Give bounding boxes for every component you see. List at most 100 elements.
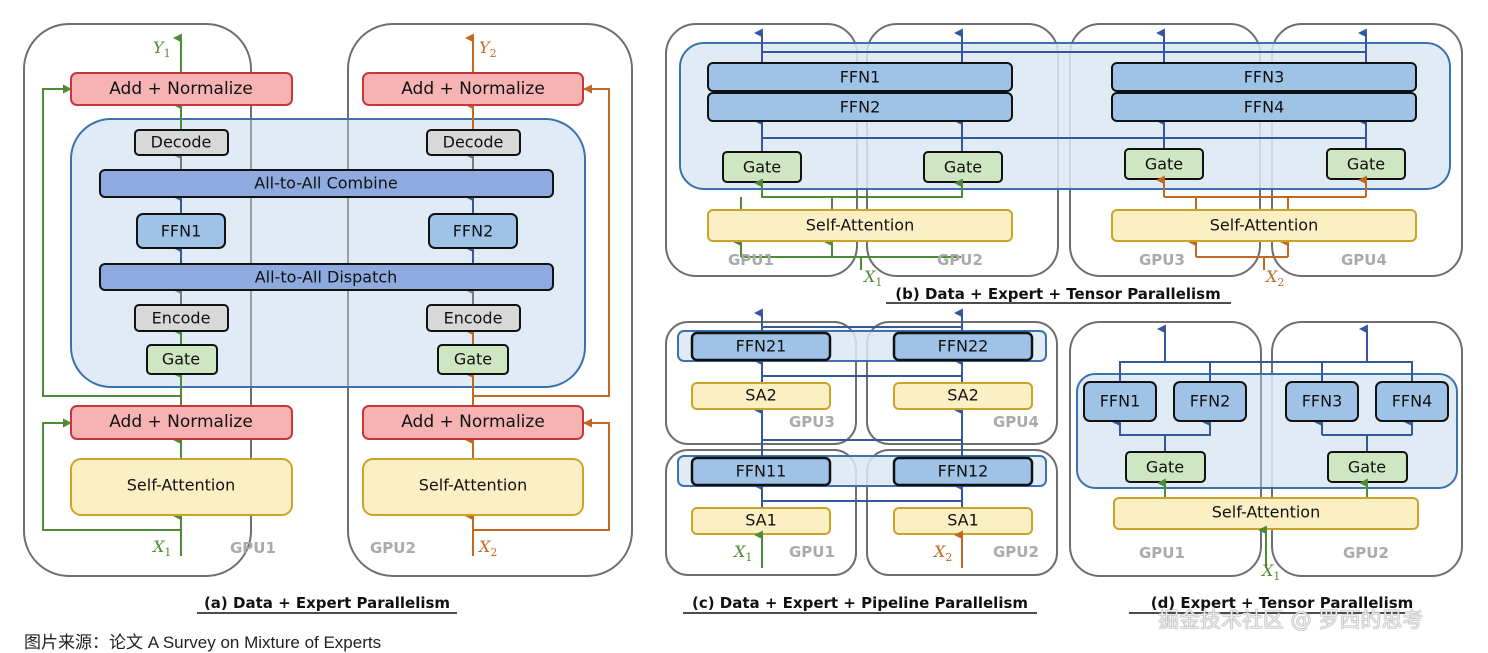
d-caption: (d) Expert + Tensor Parallelism [1151,594,1414,612]
d-ffn1: FFN1 [1083,381,1157,422]
a-gpu1-gate: Gate [146,344,218,375]
a-gpu2-encode: Encode [426,304,521,332]
b-gpu4-label: GPU4 [1341,251,1387,269]
c-gpu2-label: GPU2 [993,543,1039,561]
a-y1-label: Y1 [153,38,171,60]
b-gate-gpu2: Gate [923,151,1003,183]
svg-text:SA1: SA1 [947,511,979,530]
svg-text:Gate: Gate [1145,155,1183,174]
svg-text:Gate: Gate [1347,155,1385,174]
c-sa2-gpu3: SA2 [691,382,831,410]
c-ffn21: FFN21 [690,331,832,362]
panel-a: Add + Normalize Decode All-to-All Combin… [23,23,633,614]
a-gpu2-add-normalize-bottom: Add + Normalize [362,405,584,440]
c-sa2-gpu4: SA2 [893,382,1033,410]
svg-text:FFN22: FFN22 [938,337,989,356]
svg-text:FFN2: FFN2 [453,222,494,241]
svg-text:Self-Attention: Self-Attention [806,216,914,235]
c-sa1-gpu1: SA1 [691,507,831,535]
svg-text:Gate: Gate [944,158,982,177]
a-all-to-all-combine: All-to-All Combine [99,169,554,198]
svg-text:All-to-All Dispatch: All-to-All Dispatch [255,268,398,287]
b-gpu3-label: GPU3 [1139,251,1185,269]
d-gate-gpu1: Gate [1125,451,1206,483]
svg-text:Self-Attention: Self-Attention [1212,503,1320,522]
c-caption: (c) Data + Expert + Pipeline Parallelism [692,594,1028,612]
svg-text:SA1: SA1 [745,511,777,530]
svg-text:FFN2: FFN2 [840,98,881,117]
a-gpu2-add-normalize-top: Add + Normalize [362,72,584,106]
svg-text:FFN1: FFN1 [161,222,202,241]
svg-text:Add + Normalize: Add + Normalize [401,412,545,432]
panel-b: FFN1 FFN2 FFN3 FFN4 Gate Gate Gate Gate … [665,23,1463,304]
svg-text:FFN4: FFN4 [1392,392,1433,411]
svg-text:Self-Attention: Self-Attention [127,476,235,495]
c-ffn22: FFN22 [892,331,1034,362]
panel-c: FFN21 FFN22 SA2 SA2 FFN11 FFN12 SA1 SA1 … [665,308,1058,614]
b-ffn3: FFN3 [1111,62,1417,92]
svg-text:Encode: Encode [152,309,211,328]
source-note: 图片来源：论文 A Survey on Mixture of Experts [24,633,382,652]
d-gpu2-label: GPU2 [1343,544,1389,562]
d-ffn2: FFN2 [1173,381,1247,422]
b-ffn4: FFN4 [1111,92,1417,122]
svg-text:Add + Normalize: Add + Normalize [109,412,253,432]
b-gate-gpu3: Gate [1124,148,1204,180]
a-x1-label: X1 [151,537,171,559]
svg-text:FFN1: FFN1 [1100,392,1141,411]
a-gpu2-gate: Gate [437,344,509,375]
svg-text:Decode: Decode [151,133,212,152]
c-ffn11: FFN11 [690,456,832,487]
svg-text:Add + Normalize: Add + Normalize [109,79,253,99]
a-gpu2-decode: Decode [426,129,521,156]
b-gate-gpu4: Gate [1326,148,1406,180]
b-x2-label: X2 [1264,267,1284,289]
svg-text:SA2: SA2 [745,386,777,405]
a-all-to-all-dispatch: All-to-All Dispatch [99,263,554,291]
a-gpu1-label: GPU1 [230,539,276,557]
d-gpu1-label: GPU1 [1139,544,1185,562]
svg-text:Gate: Gate [743,158,781,177]
svg-text:Gate: Gate [1348,458,1386,477]
b-self-attention-left: Self-Attention [707,209,1013,242]
b-gpu1-label: GPU1 [728,251,774,269]
b-ffn2: FFN2 [707,92,1013,122]
a-gpu1-decode: Decode [134,129,229,156]
c-x1-label: X1 [732,542,752,564]
b-ffn1: FFN1 [707,62,1013,92]
c-gpu3-label: GPU3 [789,413,835,431]
a-gpu1-self-attention: Self-Attention [70,458,293,516]
svg-text:Gate: Gate [162,350,200,369]
a-gpu2-self-attention: Self-Attention [362,458,584,516]
a-gpu2-ffn2: FFN2 [428,213,518,249]
b-x1-label: X1 [862,267,882,289]
a-gpu1-add-normalize-top: Add + Normalize [70,72,293,106]
svg-text:FFN21: FFN21 [736,337,787,356]
svg-text:Gate: Gate [454,350,492,369]
svg-text:Gate: Gate [1146,458,1184,477]
svg-text:Self-Attention: Self-Attention [1210,216,1318,235]
c-ffn12: FFN12 [892,456,1034,487]
svg-text:FFN12: FFN12 [938,462,989,481]
c-gpu1-label: GPU1 [789,543,835,561]
b-gate-gpu1: Gate [722,151,802,183]
svg-text:Encode: Encode [444,309,503,328]
svg-text:Self-Attention: Self-Attention [419,476,527,495]
svg-text:FFN3: FFN3 [1302,392,1343,411]
a-gpu1-ffn1: FFN1 [136,213,226,249]
b-gpu2-label: GPU2 [937,251,983,269]
d-self-attention: Self-Attention [1113,497,1419,530]
a-caption: (a) Data + Expert Parallelism [204,594,450,612]
svg-text:SA2: SA2 [947,386,979,405]
d-ffn4: FFN4 [1375,381,1449,422]
a-gpu1-encode: Encode [134,304,229,332]
a-x2-label: X2 [477,537,497,559]
watermark: 掘金技术社区 @ 罗西的思考 [1158,608,1424,632]
b-caption: (b) Data + Expert + Tensor Parallelism [895,285,1220,303]
c-x2-label: X2 [932,542,952,564]
panel-d: FFN1 FFN2 FFN3 FFN4 Gate Gate Self-Atten… [1069,321,1463,614]
svg-text:FFN1: FFN1 [840,68,881,87]
a-gpu1-add-normalize-bottom: Add + Normalize [70,405,293,440]
d-ffn3: FFN3 [1285,381,1359,422]
